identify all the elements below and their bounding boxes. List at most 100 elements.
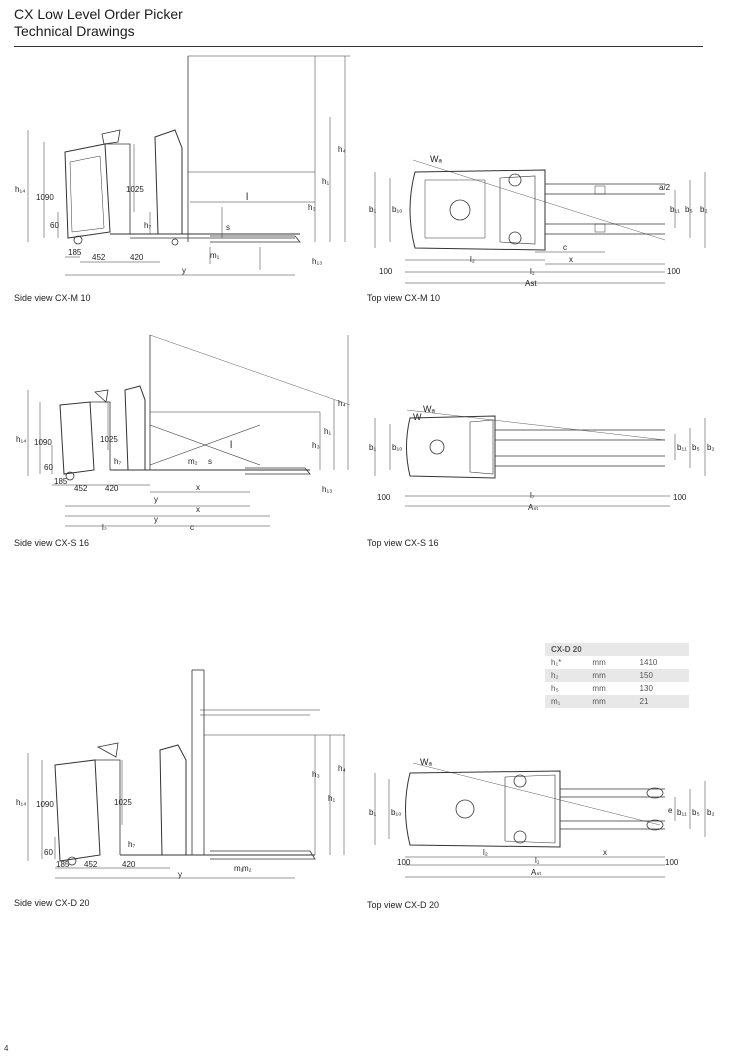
dim-60: 60 xyxy=(44,463,53,472)
dim-100-left: 100 xyxy=(377,493,391,502)
dim-185: 185 xyxy=(54,477,68,486)
dim-b10: b₁₀ xyxy=(392,205,402,214)
side-view-cx-d20-drawing: h₁₄ 1090 60 1025 h₇ 185 452 420 y m₁ m₂ … xyxy=(10,665,360,885)
caption-side-s16: Side view CX-S 16 xyxy=(14,538,90,548)
dim-x: x xyxy=(196,483,200,492)
dim-1025: 1025 xyxy=(126,185,144,194)
dim-y: y xyxy=(154,495,158,504)
dim-l: l xyxy=(246,192,248,203)
dim-y: y xyxy=(182,266,186,275)
dim-x: x xyxy=(603,848,607,857)
dim-e: e xyxy=(668,806,673,815)
dim-w: W xyxy=(413,412,422,422)
dim-y: y xyxy=(178,870,182,879)
spec-value: 130 xyxy=(639,684,653,693)
spec-table-title: CX-D 20 xyxy=(545,643,689,656)
table-row: h₂ mm 150 xyxy=(545,669,689,682)
dim-1090: 1090 xyxy=(36,800,54,809)
dim-b5: b₅ xyxy=(692,808,700,817)
dim-ast: Aₛₜ xyxy=(531,868,542,877)
dim-60: 60 xyxy=(50,221,59,230)
dim-h13: h₁₃ xyxy=(322,485,332,494)
dim-wa: Wₐ xyxy=(430,154,442,164)
dim-b11: b₁₁ xyxy=(677,808,687,817)
dim-m1: m₁ xyxy=(234,864,244,873)
dim-100-right: 100 xyxy=(665,858,679,867)
table-row: h₁* mm 1410 xyxy=(545,656,689,669)
dim-h3: h₃ xyxy=(312,770,320,779)
dim-m2: m₂ xyxy=(188,457,198,466)
dim-1090: 1090 xyxy=(34,438,52,447)
cx-d20-spec-table: CX-D 20 h₁* mm 1410 h₂ mm 150 h₅ mm 130 … xyxy=(545,643,689,708)
dim-h4: h₄ xyxy=(338,399,346,408)
dim-c: c xyxy=(563,243,567,252)
dim-x2: x xyxy=(196,505,200,514)
top-view-cx-m10-drawing: Wₐ b₁ b₁₀ a/2 b₁₁ b₅ b₂ c x l₂ l₁ 100 10… xyxy=(365,150,715,290)
dim-ast: Aₛₜ xyxy=(528,503,539,512)
spec-unit: mm xyxy=(586,669,634,682)
dim-b1: b₁ xyxy=(369,443,376,452)
dim-1025: 1025 xyxy=(114,798,132,807)
dim-452: 452 xyxy=(84,860,98,869)
dim-h14: h₁₄ xyxy=(16,798,26,807)
dim-l1: l₁ xyxy=(530,267,535,276)
dim-h13: h₁₃ xyxy=(312,257,322,266)
dim-h14: h₁₄ xyxy=(16,435,26,444)
dim-b1: b₁ xyxy=(369,808,376,817)
dim-m2: m₂ xyxy=(242,864,252,873)
dim-h7: h₇ xyxy=(114,457,121,466)
dim-452: 452 xyxy=(92,253,106,262)
spec-value: 1410 xyxy=(639,658,658,667)
dim-l: l xyxy=(230,440,232,451)
dim-s: s xyxy=(208,457,212,466)
top-view-cx-d20-drawing: Wₐ b₁ b₁₀ e b₁₁ b₅ b₂ l₂ x l₁ 100 100 Aₛ… xyxy=(365,755,715,885)
dim-452: 452 xyxy=(74,484,88,493)
spec-param: h₁* xyxy=(551,658,562,667)
dim-h7: h₇ xyxy=(144,221,151,230)
dim-m1: m₁ xyxy=(210,251,220,260)
dim-l1: l₁ xyxy=(535,856,540,865)
dim-185: 185 xyxy=(68,248,82,257)
dim-b5: b₅ xyxy=(692,443,700,452)
side-view-cx-m10-drawing: h₁₄ 1090 60 1025 h₇ 185 452 420 y l s m₁… xyxy=(10,52,360,282)
dim-h14: h₁₄ xyxy=(15,185,25,194)
dim-l7: l₇ xyxy=(530,491,535,500)
dim-c: c xyxy=(190,523,194,530)
dim-b2: b₂ xyxy=(707,808,715,817)
dim-100-right: 100 xyxy=(673,493,687,502)
header-divider xyxy=(14,46,703,47)
table-row: m₁ mm 21 xyxy=(545,695,689,708)
dim-100-left: 100 xyxy=(379,267,393,276)
dim-ast: Ast xyxy=(525,279,537,288)
top-view-cx-s16-drawing: Wₐ W b₁ b₁₀ b₁₁ b₅ b₂ l₇ 100 100 Aₛₜ xyxy=(365,400,715,520)
dim-420: 420 xyxy=(130,253,144,262)
page-number: 4 xyxy=(4,1044,9,1053)
spec-param: h₅ xyxy=(551,684,559,693)
dim-b10: b₁₀ xyxy=(392,443,402,452)
dim-60: 60 xyxy=(44,848,53,857)
dim-h7: h₇ xyxy=(128,840,135,849)
caption-top-s16: Top view CX-S 16 xyxy=(367,538,439,548)
dim-h1: h₁ xyxy=(328,794,335,803)
spec-value: 21 xyxy=(633,695,689,708)
spec-unit: mm xyxy=(592,684,606,693)
dim-h4: h₄ xyxy=(338,145,346,154)
dim-b2: b₂ xyxy=(707,443,715,452)
dim-s: s xyxy=(226,223,230,232)
dim-h4: h₄ xyxy=(338,764,346,773)
dim-420: 420 xyxy=(105,484,119,493)
dim-y2: y xyxy=(154,515,158,524)
caption-side-d20: Side view CX-D 20 xyxy=(14,898,90,908)
dim-b2: b₂ xyxy=(700,205,708,214)
dim-100-right: 100 xyxy=(667,267,681,276)
dim-1090: 1090 xyxy=(36,193,54,202)
dim-b5: b₅ xyxy=(685,205,693,214)
dim-l2: l₂ xyxy=(483,848,488,857)
caption-side-m10: Side view CX-M 10 xyxy=(14,293,91,303)
dim-l2: l₂ xyxy=(470,255,475,264)
dim-a2: a/2 xyxy=(659,183,671,192)
dim-wa: Wₐ xyxy=(423,404,435,414)
side-view-cx-s16-drawing: h₁₄ 1090 60 1025 h₇ 185 452 420 m₂ s l x… xyxy=(10,330,360,530)
dim-420: 420 xyxy=(122,860,136,869)
dim-1025: 1025 xyxy=(100,435,118,444)
